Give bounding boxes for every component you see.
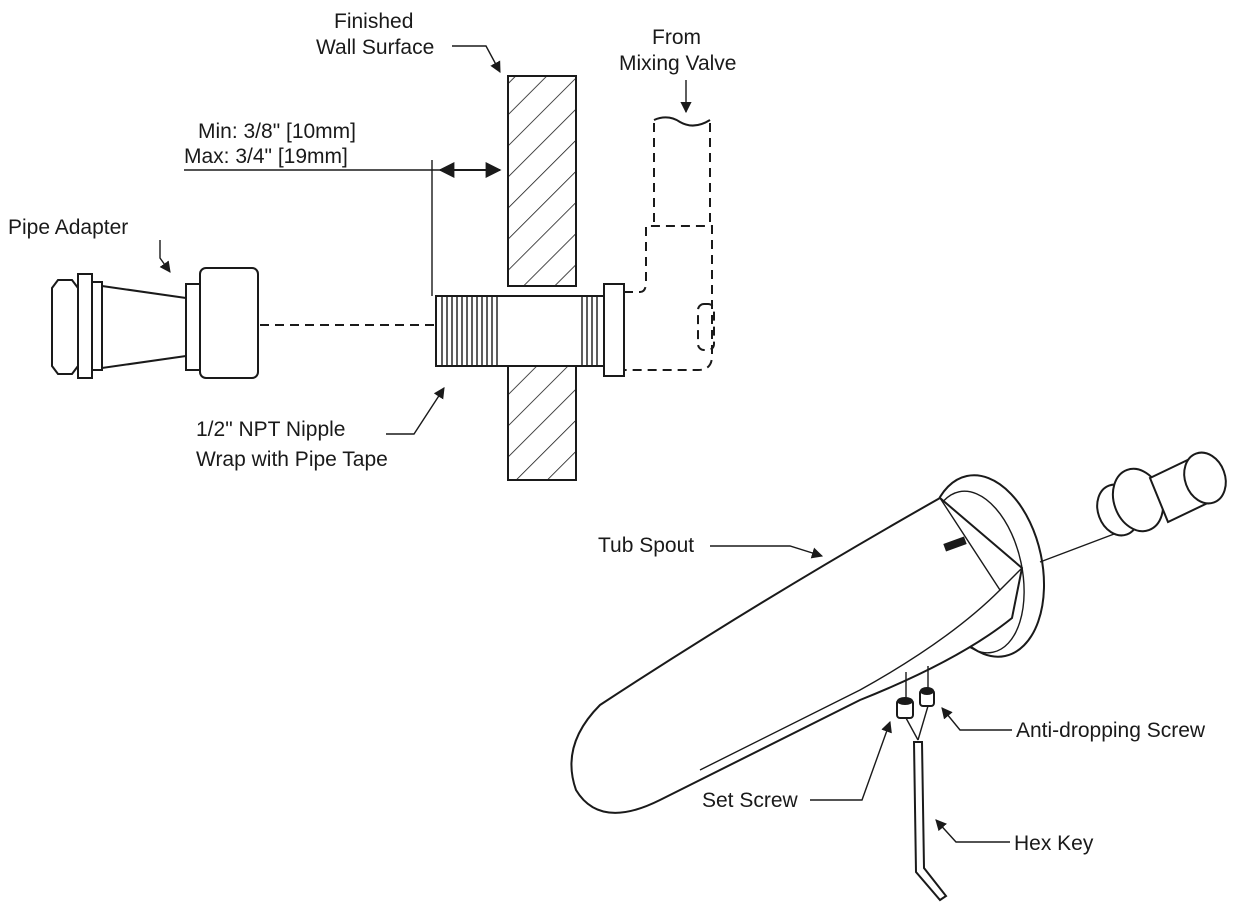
nipple-label-2: Wrap with Pipe Tape	[196, 448, 388, 471]
finished-wall-label-2: Wall Surface	[316, 36, 434, 59]
nipple-icon	[435, 295, 605, 367]
nipple-label-1: 1/2" NPT Nipple	[196, 418, 345, 441]
leader-lines	[159, 45, 1012, 843]
finished-wall-label-1: Finished	[334, 10, 413, 33]
dimension-callout	[184, 160, 502, 296]
pipe-adapter-icon	[51, 267, 259, 379]
min-dimension-label: Min: 3/8" [10mm]	[198, 120, 356, 143]
from-mixing-label-1: From	[652, 26, 701, 49]
max-dimension-label: Max: 3/4" [19mm]	[184, 145, 348, 168]
anti-dropping-screw-icon	[919, 666, 935, 707]
spout-connector-icon	[1039, 451, 1227, 563]
hex-key-label: Hex Key	[1014, 832, 1094, 855]
from-mixing-label-2: Mixing Valve	[619, 52, 737, 75]
anti-dropping-screw-label: Anti-dropping Screw	[1016, 719, 1206, 742]
set-screw-icon	[896, 672, 914, 719]
wall-section-icon	[507, 75, 577, 481]
elbow-fitting-icon	[603, 116, 715, 377]
tub-spout-icon	[570, 474, 1046, 814]
tub-spout-label: Tub Spout	[598, 534, 694, 557]
pipe-adapter-label: Pipe Adapter	[8, 216, 128, 239]
hex-key-icon	[905, 705, 948, 902]
set-screw-label: Set Screw	[702, 789, 799, 812]
